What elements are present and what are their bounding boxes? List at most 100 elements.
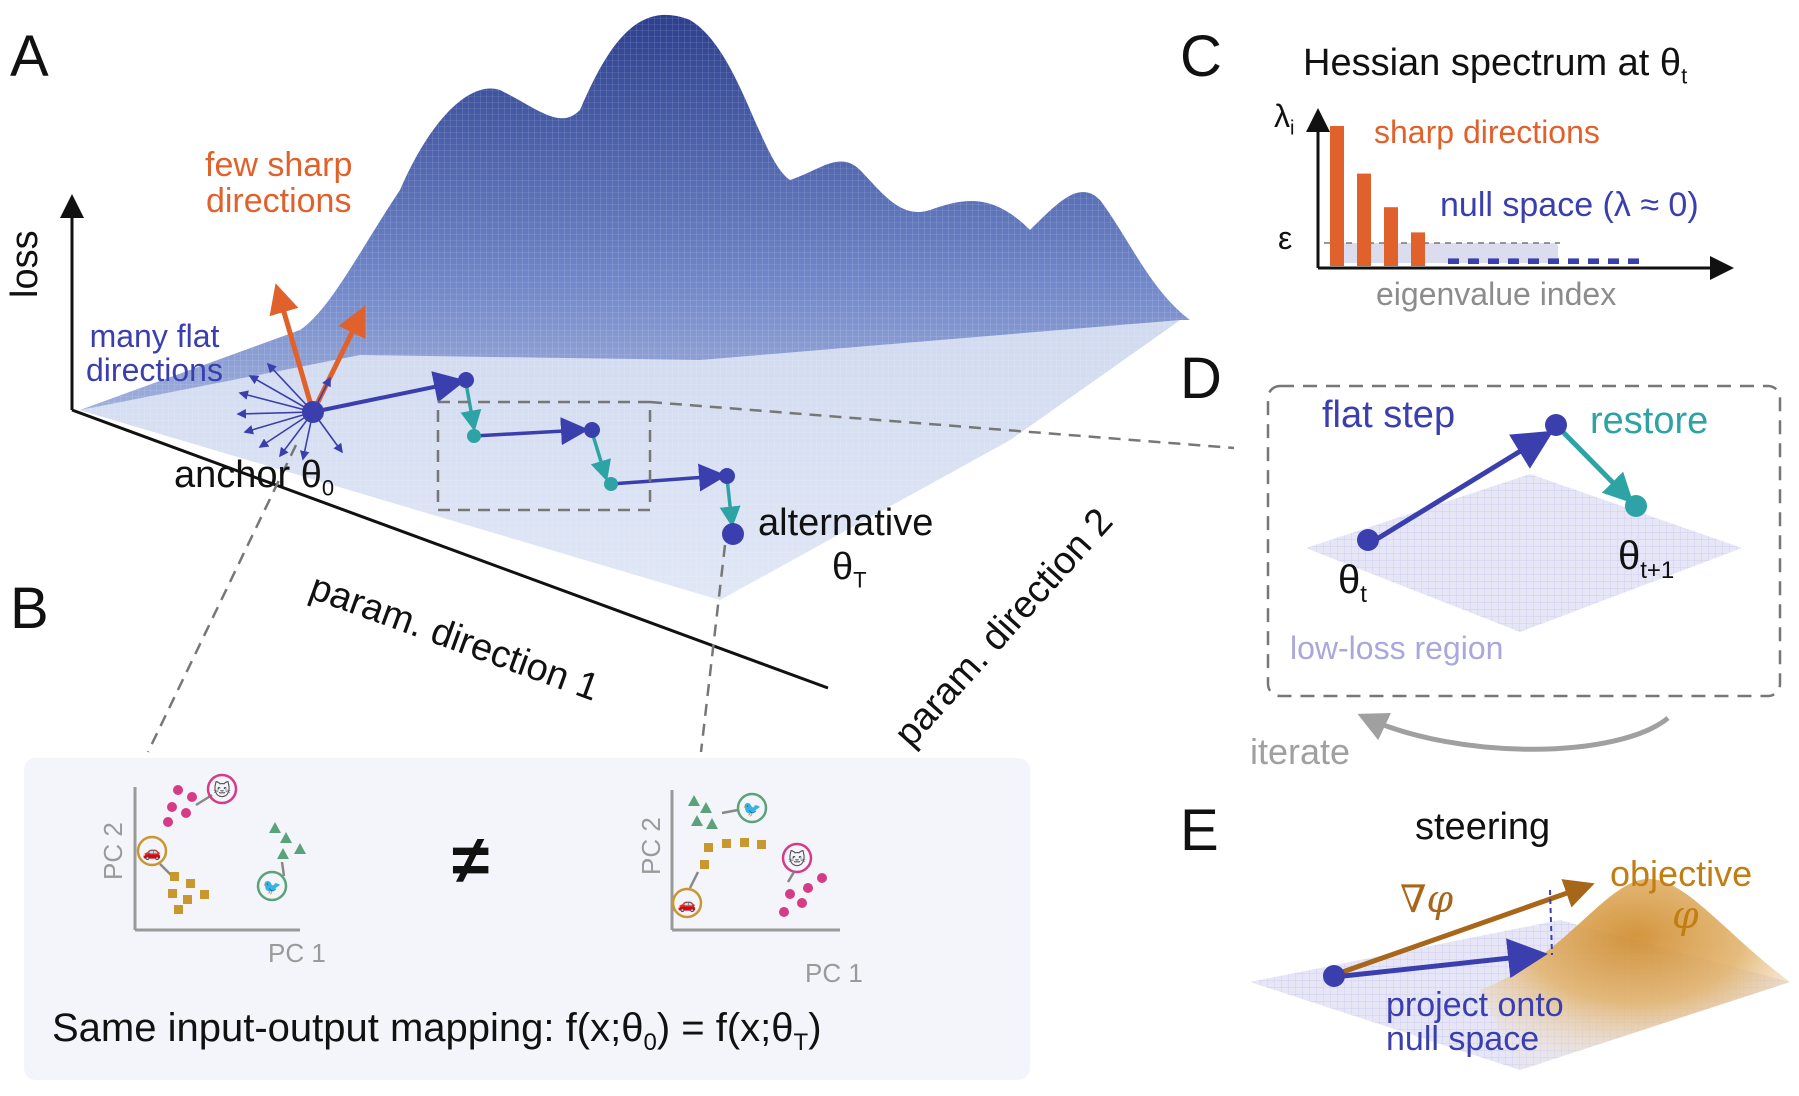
- restore-label: restore: [1590, 400, 1709, 442]
- theta-t-text: θ: [1338, 558, 1361, 602]
- low-loss-region-label: low-loss region: [1290, 630, 1504, 666]
- connector-anchor-to-b: [146, 444, 298, 753]
- sharp-directions-bar-label: sharp directions: [1374, 114, 1600, 150]
- svg-text:🐱: 🐱: [788, 849, 806, 870]
- null-bar: [1448, 258, 1459, 264]
- sharp-bar: [1357, 173, 1371, 266]
- caption-sub-2: T: [793, 1029, 809, 1056]
- svg-text:🐱: 🐱: [213, 780, 231, 801]
- null-bar: [1508, 258, 1519, 264]
- not-equal-sign: ≠: [452, 822, 490, 898]
- lambda-subscript: i: [1290, 117, 1295, 140]
- hessian-chart: [1306, 108, 1734, 280]
- panel-letter-e: E: [1180, 798, 1219, 863]
- projection-line: [1549, 889, 1553, 956]
- null-bar: [1468, 258, 1479, 264]
- svg-text:🚗: 🚗: [678, 895, 697, 913]
- alternative-label: alternative: [758, 502, 934, 544]
- null-bar: [1608, 258, 1619, 264]
- projected-arrow: [1333, 938, 1548, 980]
- panel-letter-c: C: [1180, 24, 1222, 89]
- flat-directions-line-2: directions: [86, 351, 223, 388]
- iterate-arrow: [1357, 713, 1670, 752]
- loss-axis-label: loss: [4, 230, 46, 298]
- null-bar: [1628, 258, 1639, 264]
- panel-d-box: [1266, 384, 1782, 698]
- trajectory: [302, 371, 744, 545]
- null-space-label: null space (λ ≈ 0): [1440, 186, 1699, 224]
- alternative-theta-label: θT: [832, 548, 867, 592]
- phi-label: φ: [1672, 893, 1699, 937]
- low-loss-plane: [1306, 474, 1742, 632]
- connector-alt-to-b: [699, 544, 727, 753]
- objective-label: objective: [1610, 853, 1753, 894]
- zoom-connector: [649, 400, 1235, 450]
- theta-t1-subscript: t+1: [1640, 557, 1675, 584]
- restore-arrow: [1559, 428, 1634, 504]
- hessian-title-subscript: t: [1681, 63, 1688, 89]
- scatter-right: 🐦 🚗 🐱: [670, 790, 840, 932]
- param-direction-1-axis: [71, 408, 829, 690]
- zoom-box: [436, 400, 652, 512]
- pc1-label-left: PC 1: [268, 938, 326, 968]
- epsilon-label: ε: [1278, 220, 1293, 256]
- flat-step-arrow: [1370, 430, 1554, 545]
- panel-letter-d: D: [1180, 346, 1222, 411]
- null-bar: [1528, 258, 1539, 264]
- caption-sub-1: 0: [643, 1029, 657, 1056]
- scatter-left: 🐱 🚗 🐦: [133, 773, 306, 932]
- caption-part-1: Same input-output mapping: f(x;θ: [52, 1006, 644, 1050]
- iterate-label: iterate: [1250, 731, 1351, 772]
- sharp-bar: [1411, 232, 1425, 266]
- objective-hill: [1480, 878, 1790, 1070]
- eigenvalue-index-label: eigenvalue index: [1376, 276, 1617, 312]
- theta-t-point: [1357, 529, 1379, 551]
- lambda-text: λ: [1274, 98, 1290, 134]
- caption-part-3: ): [808, 1006, 822, 1050]
- anchor-subscript: 0: [321, 475, 335, 501]
- null-bar: [1568, 258, 1579, 264]
- project-label: project onto null space: [1386, 988, 1564, 1056]
- sharp-directions-line-1: few sharp: [205, 146, 353, 184]
- intermediate-point: [1545, 414, 1567, 436]
- theta-t1-text: θ: [1618, 534, 1641, 578]
- theta-t-subscript: t: [1360, 581, 1367, 608]
- steering-start-point: [1323, 965, 1345, 987]
- panel-letter-a: A: [10, 24, 49, 89]
- panel-b-box: [24, 758, 1030, 1080]
- pc2-label-left: PC 2: [98, 822, 128, 880]
- lambda-axis-label: λi: [1274, 100, 1294, 138]
- steering-title: steering: [1415, 806, 1551, 848]
- gradient-label: ∇φ: [1400, 877, 1454, 921]
- flat-directions-line-1: many flat: [89, 318, 220, 354]
- loss-landscape: [80, 14, 1190, 600]
- hessian-title: Hessian spectrum at θt: [1303, 44, 1687, 88]
- panel-letter-b: B: [10, 576, 49, 641]
- null-bar: [1588, 258, 1599, 264]
- flat-step-label: flat step: [1322, 394, 1456, 436]
- alternative-point: [722, 523, 744, 545]
- gradient-arrow: [1333, 879, 1595, 978]
- project-line-2: null space: [1386, 1020, 1540, 1058]
- sharp-direction-arrow: [269, 283, 316, 413]
- alternative-theta-subscript: T: [853, 567, 867, 593]
- caption-part-2: ) = f(x;θ: [656, 1006, 794, 1050]
- anchor-label: anchor θ0: [174, 456, 334, 500]
- null-bar: [1488, 258, 1499, 264]
- same-mapping-caption: Same input-output mapping: f(x;θ0) = f(x…: [52, 1008, 822, 1055]
- flat-directions-label: many flat directions: [86, 318, 223, 388]
- sharp-directions-line-2: directions: [205, 181, 352, 220]
- sharp-bar: [1384, 207, 1398, 266]
- alternative-theta-text: θ: [832, 546, 854, 588]
- pc1-label-right: PC 1: [805, 958, 863, 988]
- anchor-text: anchor θ: [174, 454, 322, 496]
- sharp-directions-label: few sharp directions: [205, 146, 353, 220]
- svg-text:🐦: 🐦: [743, 800, 762, 818]
- project-line-1: project onto: [1386, 986, 1564, 1024]
- pc2-label-right: PC 2: [636, 817, 666, 875]
- theta-t1-point: [1625, 495, 1647, 517]
- svg-text:🚗: 🚗: [143, 843, 162, 861]
- sharp-bar: [1330, 126, 1344, 266]
- theta-t1-label: θt+1: [1618, 536, 1674, 583]
